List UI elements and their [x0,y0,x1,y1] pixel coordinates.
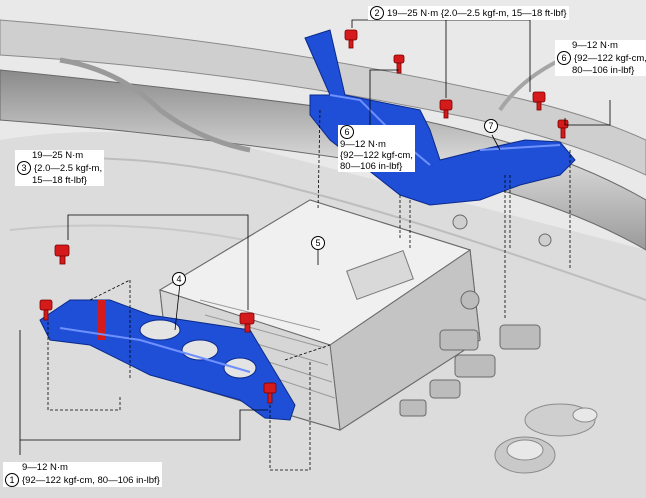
callout-6b-line2: 80—106 in-lbf} [572,65,635,76]
callout-3-torque: 19—25 N·m 3{2.0—2.5 kgf-m, 15—18 ft-lbf} [15,150,105,186]
bolt-group [39,29,569,404]
callout-6a-number: 6 [340,125,354,139]
callout-2-torque: 2 19—25 N·m {2.0—2.5 kgf-m, 15—18 ft-lbf… [368,6,569,20]
callout-6a-line0: 9—12 N·m [340,139,386,150]
bolt-3b [239,312,255,333]
callout-6b-torque: 9—12 N·m 6{92—122 kgf-cm, 80—106 in-lbf} [555,40,646,76]
leader-lines [19,19,611,455]
callout-2-number: 2 [370,6,384,20]
callout-2-line1: 19—25 N·m {2.0—2.5 kgf-m, 15—18 ft-lbf} [387,7,567,19]
callout-6b-number: 6 [557,51,571,65]
hose [59,57,251,153]
callout-3-number: 3 [17,161,31,175]
bolt-1a [39,299,53,321]
callout-6a-torque: 6 9—12 N·m {92—122 kgf-cm, 80—106 in-lbf… [338,125,415,172]
callout-1-torque: 9—12 N·m 1{92—122 kgf-cm, 80—106 in-lbf} [3,462,162,487]
bolt-2c [532,91,546,111]
callout-3-line0: 19—25 N·m [32,150,84,161]
dashed-lines [47,109,571,471]
bolt-3a [54,244,70,265]
part-5-number: 5 [311,236,325,250]
callout-1-number: 1 [5,473,19,487]
bolt-1b [263,382,277,404]
callout-1-line1: 9—12 N·m [22,462,68,473]
callout-6a-line2: 80—106 in-lbf} [340,161,403,172]
bolt-2a [344,29,358,49]
part-7-number: 7 [484,119,498,133]
callout-1-line2: {92—122 kgf-cm, 80—106 in-lbf} [22,474,160,486]
callout-6b-line0: 9—12 N·m [572,40,618,51]
callout-6a-line1: {92—122 kgf-cm, [340,150,413,161]
rear-panel [0,19,646,176]
bolt-6b [557,119,569,139]
callout-3-line1: {2.0—2.5 kgf-m, [34,162,103,174]
cross-member [0,69,646,251]
part-4-number: 4 [172,272,186,286]
bolt-2b [439,99,453,119]
callout-6b-line1: {92—122 kgf-cm, [574,52,646,64]
bolt-6a [393,54,405,74]
part-4-bracket [39,299,296,421]
callout-3-line2: 15—18 ft-lbf} [32,175,87,186]
